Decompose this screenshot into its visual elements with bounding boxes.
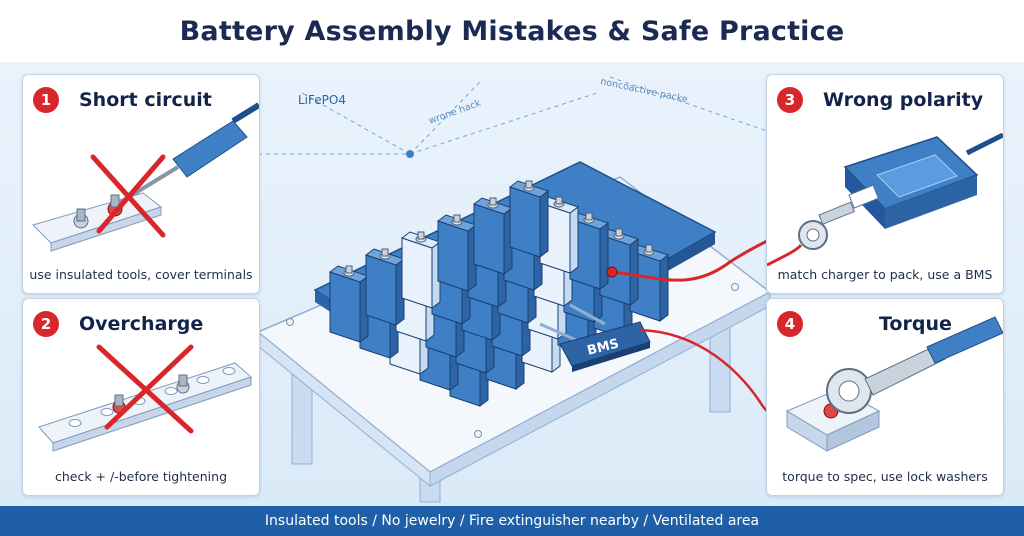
red-terminal — [606, 266, 618, 278]
battery-cell — [508, 180, 550, 258]
screwdriver-icon — [117, 102, 259, 205]
bolt-icon — [73, 194, 123, 229]
illustration-stage: BMS LiFePO4 wrone hack noncoactive packe — [0, 62, 1024, 506]
charger-icon — [843, 132, 1003, 229]
battery-cell — [472, 197, 514, 275]
battery-cell-grid — [328, 180, 670, 407]
battery-cell — [328, 265, 370, 343]
caption-overcharge: check + /-before tightening — [54, 469, 227, 484]
cross-mark-icon — [96, 344, 194, 434]
card-short-circuit: 1 Short circuit use insulated tools, cov… — [22, 74, 260, 294]
pack-label: noncoactive packe — [599, 76, 688, 105]
battery-cell — [400, 231, 442, 309]
battery-cell — [364, 248, 406, 326]
page-title: Battery Assembly Mistakes & Safe Practic… — [179, 15, 845, 47]
wrong-polarity-illustration — [767, 132, 1003, 267]
card-torque: 4 Torque torque to spec, use lock washer… — [766, 298, 1004, 496]
cross-mark-icon — [90, 154, 166, 238]
step-badge-1: 1 — [33, 87, 59, 113]
card-title-short-circuit: Short circuit — [79, 89, 212, 111]
step-badge-2: 2 — [33, 311, 59, 337]
caption-torque: torque to spec, use lock washers — [782, 469, 988, 484]
battery-cell — [436, 214, 478, 292]
card-title-overcharge: Overcharge — [79, 313, 204, 335]
wrench-icon — [826, 316, 1003, 414]
battery-pack-scene: BMS LiFePO4 wrone hack noncoactive packe — [256, 76, 823, 503]
card-overcharge: 2 Overcharge check + /-before tightening — [22, 298, 260, 496]
chemistry-label: LiFePO4 — [298, 93, 346, 107]
step-badge-3: 3 — [777, 87, 803, 113]
torque-illustration — [785, 316, 1003, 452]
card-title-torque: Torque — [879, 313, 952, 335]
caption-wrong-polarity: match charger to pack, use a BMS — [777, 267, 993, 282]
wrong-hack-label: wrone hack — [427, 98, 483, 127]
card-wrong-polarity: 3 Wrong polarity match charger to pack, … — [766, 74, 1004, 294]
bms-module: BMS — [539, 303, 651, 372]
ring-terminal-icon — [798, 184, 880, 250]
step-badge-4: 4 — [777, 311, 803, 337]
caption-short-circuit: use insulated tools, cover terminals — [29, 267, 253, 282]
card-title-wrong-polarity: Wrong polarity — [823, 89, 984, 111]
guide-lines — [258, 76, 771, 155]
bus-bar-holes — [68, 367, 236, 427]
safety-footer-banner: Insulated tools / No jewelry / Fire exti… — [0, 506, 1024, 536]
overcharge-illustration — [38, 344, 252, 452]
guide-node — [406, 150, 414, 158]
short-circuit-illustration — [32, 102, 259, 252]
